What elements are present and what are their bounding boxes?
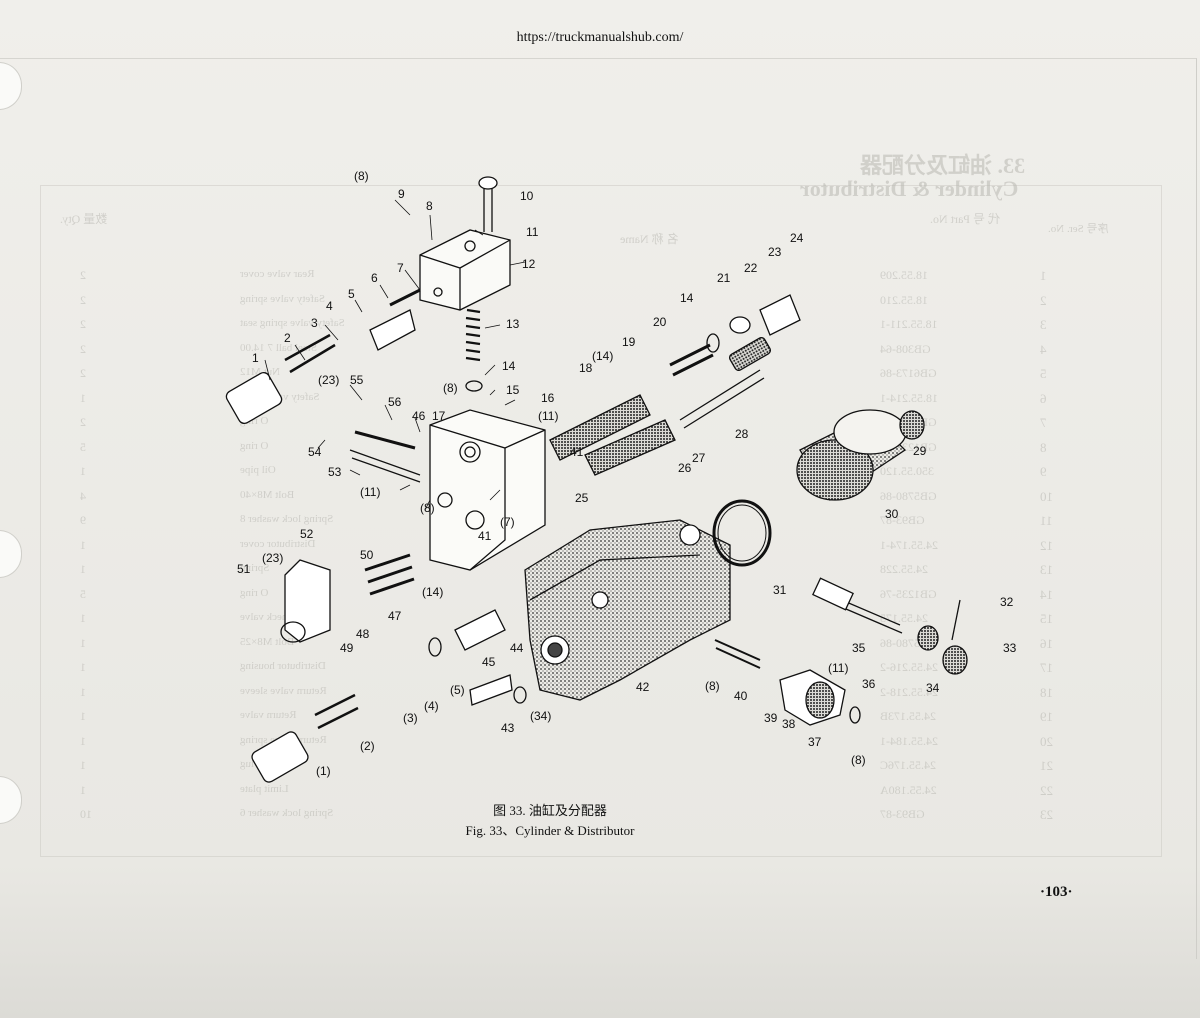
callout-label: 23	[768, 245, 782, 259]
callout-label: 28	[735, 427, 749, 441]
callout-label: 47	[388, 609, 402, 623]
callout-label: 15	[506, 383, 520, 397]
callout-label: 35	[852, 641, 866, 655]
callout-label: 16	[541, 391, 555, 405]
callout-label: 12	[522, 257, 536, 271]
callout-label: 4	[326, 299, 333, 313]
callout-label: 41	[478, 529, 492, 543]
callout-label: 50	[360, 548, 374, 562]
callout-label: 34	[926, 681, 940, 695]
callout-label: 49	[340, 641, 354, 655]
callout-label: (14)	[592, 349, 614, 363]
callout-label: (1)	[316, 764, 331, 778]
callout-label: (14)	[422, 585, 444, 599]
callout-label: 54	[308, 445, 322, 459]
callout-label: 25	[575, 491, 589, 505]
callout-label: 5	[348, 287, 355, 301]
callout-label: 13	[506, 317, 520, 331]
callout-label: 17	[432, 409, 446, 423]
callout-label: (11)	[538, 409, 559, 423]
callout-label: 51	[237, 562, 251, 576]
callout-label: (2)	[360, 739, 375, 753]
distributor-housing-part	[429, 409, 546, 571]
callout-label: 45	[482, 655, 496, 669]
paper-sheet	[0, 58, 1197, 959]
callout-label: 24	[790, 231, 804, 245]
callout-label: 32	[1000, 595, 1014, 609]
callout-label: (5)	[450, 683, 465, 697]
callout-label: 14	[502, 359, 516, 373]
page-number: ·103·	[1040, 884, 1073, 900]
callout-label: 27	[692, 451, 706, 465]
callout-label: 6	[371, 271, 378, 285]
figure-caption-cn: 图 33. 油缸及分配器	[493, 803, 607, 818]
callout-label: (8)	[354, 169, 369, 183]
distributor-cover-part	[419, 229, 511, 311]
callout-label: 21	[717, 271, 731, 285]
source-url[interactable]: https://truckmanualshub.com/	[516, 30, 684, 45]
callout-label: 39	[764, 711, 778, 725]
callout-label: 19	[622, 335, 636, 349]
callout-label: 41	[570, 445, 584, 459]
callout-label: 48	[356, 627, 370, 641]
callout-label: (4)	[424, 699, 439, 713]
callout-label: (11)	[360, 485, 381, 499]
distributor-body-part	[524, 519, 731, 701]
callout-label: 46	[412, 409, 426, 423]
callout-label: 7	[397, 261, 404, 275]
callout-label: 31	[773, 583, 787, 597]
callout-label: 30	[885, 507, 899, 521]
callout-label: (7)	[500, 515, 515, 529]
callout-label: 53	[328, 465, 342, 479]
callout-label: 14	[680, 291, 694, 305]
callout-label: 20	[653, 315, 667, 329]
callout-label: 38	[782, 717, 796, 731]
bleed-through-table	[40, 185, 1162, 857]
callout-label: 56	[388, 395, 402, 409]
callout-label: (8)	[420, 501, 435, 515]
callout-label: (34)	[530, 709, 552, 723]
callout-label: (3)	[403, 711, 418, 725]
callout-label: 18	[579, 361, 593, 375]
callout-label: 8	[426, 199, 433, 213]
callout-label: 26	[678, 461, 692, 475]
callout-label: 44	[510, 641, 524, 655]
callout-label: 1	[252, 351, 259, 365]
figure-caption-en: Fig. 33、Cylinder & Distributor	[465, 823, 635, 838]
callout-label: (8)	[705, 679, 720, 693]
callout-label: 3	[311, 316, 318, 330]
callout-label: 52	[300, 527, 314, 541]
callout-label: (11)	[828, 661, 849, 675]
callout-label: 43	[501, 721, 515, 735]
callout-label: (8)	[443, 381, 458, 395]
callout-label: 29	[913, 444, 927, 458]
callout-label: 40	[734, 689, 748, 703]
callout-label: 11	[526, 225, 539, 239]
callout-label: (23)	[262, 551, 284, 565]
callout-label: (8)	[851, 753, 866, 767]
callout-label: 37	[808, 735, 822, 749]
callout-label: 10	[520, 189, 534, 203]
callout-label: 33	[1003, 641, 1017, 655]
callout-label: 42	[636, 680, 650, 694]
callout-label: 36	[862, 677, 876, 691]
callout-label: (23)	[318, 373, 340, 387]
callout-label: 22	[744, 261, 758, 275]
callout-label: 2	[284, 331, 291, 345]
callout-label: 55	[350, 373, 364, 387]
callout-label: 9	[398, 187, 405, 201]
